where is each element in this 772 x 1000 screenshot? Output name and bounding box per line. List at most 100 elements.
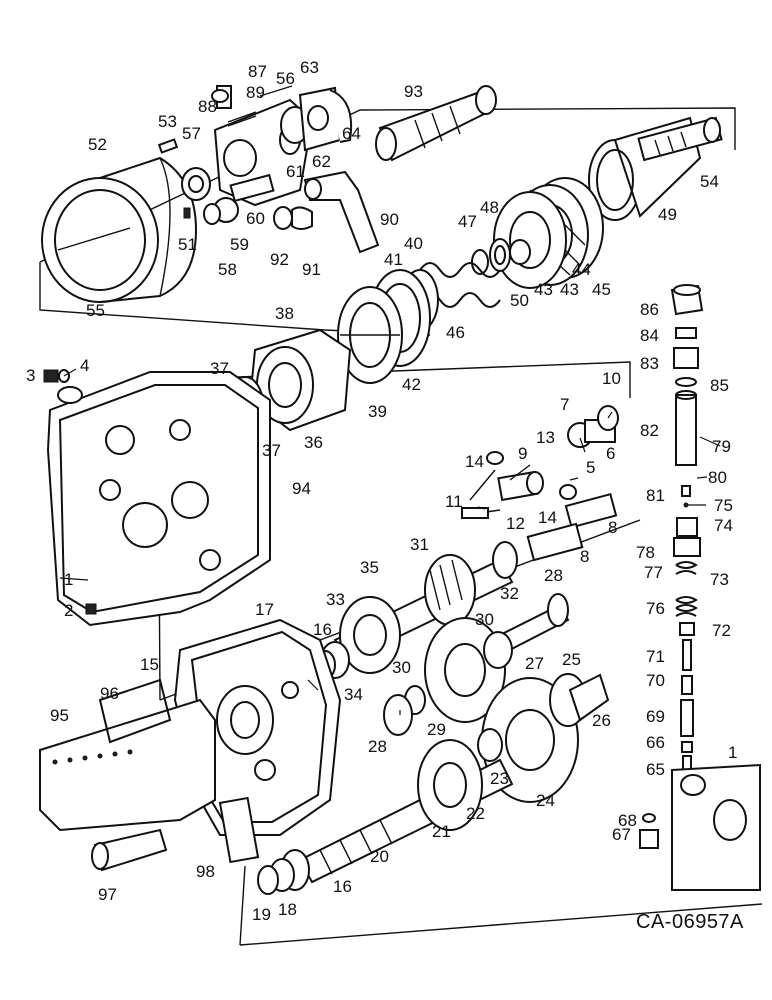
part-20-mainshaft <box>257 728 514 895</box>
label-1b: 1 <box>728 743 737 762</box>
label-29: 29 <box>427 720 446 739</box>
label-10: 10 <box>602 369 621 388</box>
part-39-piston <box>337 286 403 384</box>
label-44: 44 <box>572 260 591 279</box>
label-5: 5 <box>586 458 595 477</box>
label-28: 28 <box>544 566 563 585</box>
label-21: 21 <box>432 822 451 841</box>
label-14b: 14 <box>538 508 557 527</box>
label-83: 83 <box>640 354 659 373</box>
label-53: 53 <box>158 112 177 131</box>
leader-lines <box>59 85 721 715</box>
label-34: 34 <box>344 685 363 704</box>
label-25: 25 <box>562 650 581 669</box>
part-labels: 1 1 2 3 4 5 6 7 8 8 9 10 11 12 13 14 14 … <box>26 58 737 924</box>
label-16b: 16 <box>333 877 352 896</box>
label-89: 89 <box>246 83 265 102</box>
label-42: 42 <box>402 375 421 394</box>
label-45: 45 <box>592 280 611 299</box>
label-51: 51 <box>178 235 197 254</box>
label-4: 4 <box>80 356 89 375</box>
clutch-disc-pack <box>493 177 604 289</box>
label-64: 64 <box>342 124 361 143</box>
label-63: 63 <box>300 58 319 77</box>
label-86: 86 <box>640 300 659 319</box>
label-88: 88 <box>198 97 217 116</box>
label-37: 37 <box>210 359 229 378</box>
valve-parts-5-14 <box>461 405 619 562</box>
part-97-pin <box>91 828 168 872</box>
label-39: 39 <box>368 402 387 421</box>
upper-valve-assembly <box>157 85 352 225</box>
label-57: 57 <box>182 124 201 143</box>
label-68: 68 <box>618 811 637 830</box>
parts-3-4-plug <box>43 369 70 383</box>
label-92: 92 <box>270 250 289 269</box>
label-1: 1 <box>64 570 73 589</box>
label-17: 17 <box>255 600 274 619</box>
label-82: 82 <box>640 421 659 440</box>
label-60: 60 <box>246 209 265 228</box>
label-3: 3 <box>26 366 35 385</box>
label-8: 8 <box>608 518 617 537</box>
label-23: 23 <box>490 769 509 788</box>
label-78: 78 <box>636 543 655 562</box>
label-65: 65 <box>646 760 665 779</box>
label-80: 80 <box>708 468 727 487</box>
part-2-plug <box>85 603 97 615</box>
label-85: 85 <box>710 376 729 395</box>
label-98: 98 <box>196 862 215 881</box>
label-9: 9 <box>518 444 527 463</box>
label-96: 96 <box>100 684 119 703</box>
part-49-drum <box>588 116 723 221</box>
label-66: 66 <box>646 733 665 752</box>
label-67: 67 <box>612 825 631 844</box>
part-90-tube <box>273 170 380 254</box>
label-61: 61 <box>286 162 305 181</box>
label-26: 26 <box>592 711 611 730</box>
parts-27-30-shaft <box>383 593 570 736</box>
label-93: 93 <box>404 82 423 101</box>
label-56: 56 <box>276 69 295 88</box>
label-2: 2 <box>64 601 73 620</box>
parts-47-48-50 <box>471 238 531 275</box>
label-94: 94 <box>292 479 311 498</box>
label-24: 24 <box>536 791 555 810</box>
label-30b: 30 <box>392 658 411 677</box>
figure-id: CA-06957A <box>636 911 744 933</box>
label-41: 41 <box>384 250 403 269</box>
label-87: 87 <box>248 62 267 81</box>
label-13: 13 <box>536 428 555 447</box>
part-93-shaft <box>375 85 497 162</box>
label-38: 38 <box>275 304 294 323</box>
label-28b: 28 <box>368 737 387 756</box>
label-77: 77 <box>644 563 663 582</box>
label-75: 75 <box>714 496 733 515</box>
label-36: 36 <box>304 433 323 452</box>
label-50: 50 <box>510 291 529 310</box>
label-97: 97 <box>98 885 117 904</box>
label-32: 32 <box>500 584 519 603</box>
label-49: 49 <box>658 205 677 224</box>
label-11: 11 <box>445 492 463 511</box>
label-43: 43 <box>534 280 553 299</box>
label-73: 73 <box>710 570 729 589</box>
label-22: 22 <box>466 804 485 823</box>
label-54: 54 <box>700 172 719 191</box>
label-6: 6 <box>606 444 615 463</box>
part-95-bracket <box>39 678 260 864</box>
label-74: 74 <box>714 516 733 535</box>
label-35: 35 <box>360 558 379 577</box>
right-valve-stack <box>670 284 704 777</box>
label-47: 47 <box>458 212 477 231</box>
label-79: 79 <box>712 437 731 456</box>
label-7: 7 <box>560 395 569 414</box>
label-52: 52 <box>88 135 107 154</box>
label-43b: 43 <box>560 280 579 299</box>
label-84: 84 <box>640 326 659 345</box>
label-81: 81 <box>646 486 665 505</box>
part-94-housing <box>46 371 271 627</box>
label-59: 59 <box>230 235 249 254</box>
label-76: 76 <box>646 599 665 618</box>
